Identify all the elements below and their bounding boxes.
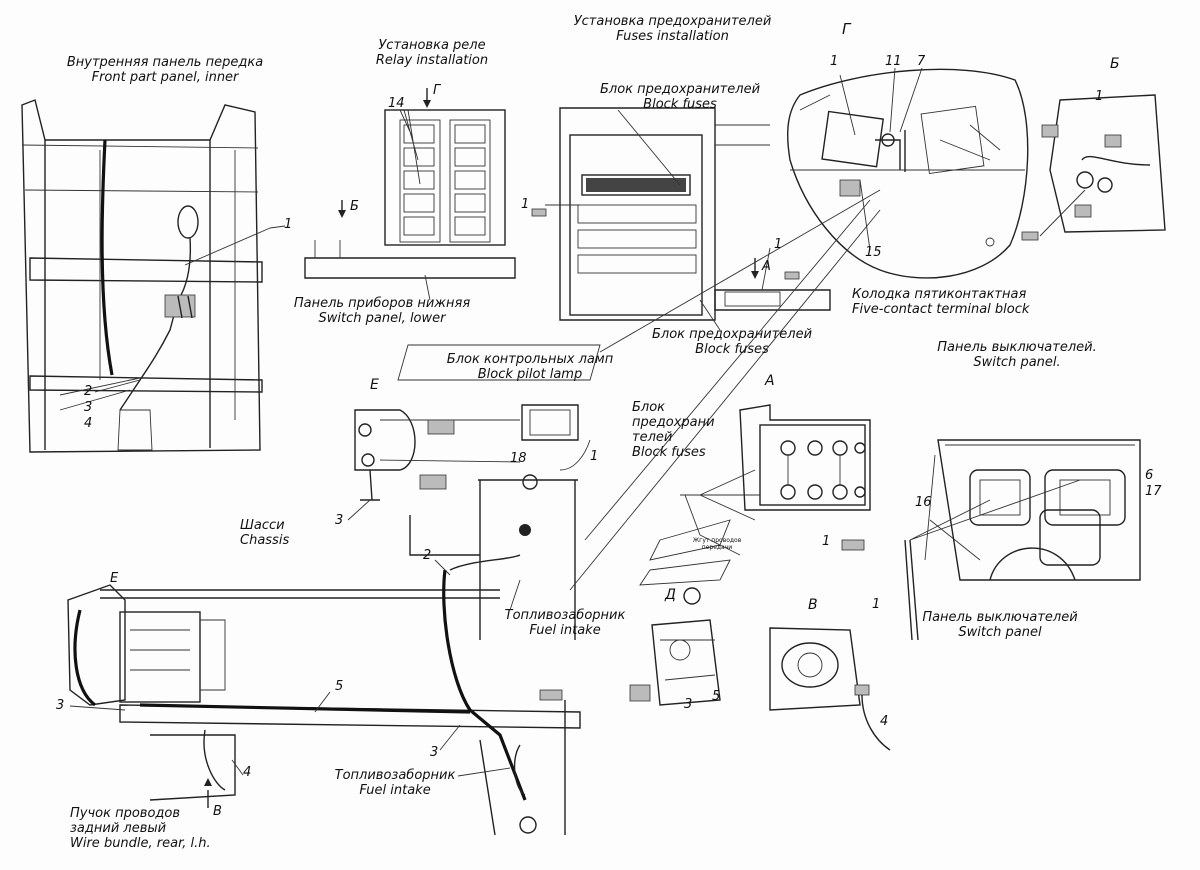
callout-ch-3a: 3	[56, 698, 65, 713]
view-b-drawing	[1021, 94, 1166, 241]
callout-e-2: 2	[423, 548, 432, 563]
view-letter-e-chassis: Е	[110, 571, 119, 586]
view-letter-a-fuse: А	[762, 259, 771, 274]
block-fuses-top-label: Блок предохранителей Block fuses	[599, 82, 761, 112]
view-letter-e: Е	[370, 377, 379, 393]
callout-e-1: 1	[590, 449, 599, 464]
callout-sw-17: 17	[1145, 484, 1162, 499]
callout-v-4: 4	[880, 714, 889, 729]
leader-lines	[397, 189, 981, 591]
callout-e-3: 3	[335, 513, 344, 528]
callout-front-4: 4	[84, 416, 93, 431]
fuel-intake-1-label: Топливозаборник Fuel intake	[504, 608, 626, 638]
callout-leaders	[69, 225, 521, 777]
view-d-drawing	[629, 587, 721, 706]
callout-g-1: 1	[830, 54, 839, 69]
view-letter-b-relay: Б	[350, 199, 359, 214]
chassis-drawing	[67, 554, 581, 836]
view-letter-a: А	[765, 373, 775, 389]
view-letter-b: Б	[1110, 56, 1120, 72]
chassis-label: Шасси Chassis	[240, 518, 290, 548]
fuses-installation-title: Установка предохранителей Fuses installa…	[573, 14, 772, 44]
callout-sw-1: 1	[872, 597, 881, 612]
block-fuses-a-label: Блок предохрани телей Block fuses	[632, 400, 715, 460]
callout-a-1: 1	[822, 534, 831, 549]
view-letter-g: Г	[842, 20, 851, 38]
view-letter-v: В	[808, 597, 818, 613]
callout-front-1: 1	[284, 217, 293, 232]
callout-g-15: 15	[865, 245, 882, 260]
switch-panel-drawing	[904, 439, 1141, 641]
pilot-lamp-label: Блок контрольных ламп Block pilot lamp	[446, 352, 614, 382]
view-a-drawing	[680, 404, 871, 556]
callout-front-2: 2	[84, 384, 93, 399]
block-fuses-mid-label: Блок предохранителей Block fuses	[651, 327, 813, 357]
callout-ch-5: 5	[335, 679, 344, 694]
fuses-installation-drawing	[531, 107, 831, 331]
five-contact-label: Колодка пятиконтактная Five-contact term…	[852, 287, 1030, 317]
callout-ch-4: 4	[243, 765, 252, 780]
front-panel-drawing	[21, 99, 271, 453]
wire-bundle-label: Пучок проводов задний левый Wire bundle,…	[70, 806, 211, 851]
callout-relay-14: 14	[388, 96, 405, 111]
view-letter-v-chassis: В	[213, 804, 222, 819]
callout-sw-16: 16	[915, 495, 932, 510]
callout-d-5: 5	[712, 689, 721, 704]
switch-panel-bottom-label: Панель выключателей Switch panel	[922, 610, 1078, 640]
callout-g-11: 11	[885, 54, 902, 69]
wire-tag-small: Жгут проводов передачи	[692, 537, 742, 551]
relay-drawing	[304, 88, 516, 301]
switch-panel-lower-label: Панель приборов нижняя Switch panel, low…	[293, 296, 471, 326]
callout-g-7: 7	[917, 54, 926, 69]
callout-fuse-1: 1	[521, 197, 530, 212]
front-panel-title: Внутренняя панель передка Front part pan…	[66, 55, 264, 85]
view-letter-g-relay: Г	[433, 83, 441, 98]
callout-e-18: 18	[510, 451, 527, 466]
fuel-intake-2-label: Топливозаборник Fuel intake	[334, 768, 456, 798]
view-v-drawing	[769, 627, 891, 751]
callout-front-3: 3	[84, 400, 93, 415]
callout-ch-3b: 3	[430, 745, 439, 760]
switch-panel-top-label: Панель выключателей. Switch panel.	[937, 340, 1097, 370]
callout-d-3: 3	[684, 697, 693, 712]
view-letter-d: Д	[665, 587, 676, 603]
view-g-drawing	[787, 67, 1029, 279]
relay-title: Установка реле Relay installation	[375, 38, 489, 68]
callout-sw-6: 6	[1145, 468, 1154, 483]
callout-fuse-1b: 1	[774, 237, 783, 252]
view-e-drawing	[354, 404, 591, 640]
callout-b-1: 1	[1095, 89, 1104, 104]
